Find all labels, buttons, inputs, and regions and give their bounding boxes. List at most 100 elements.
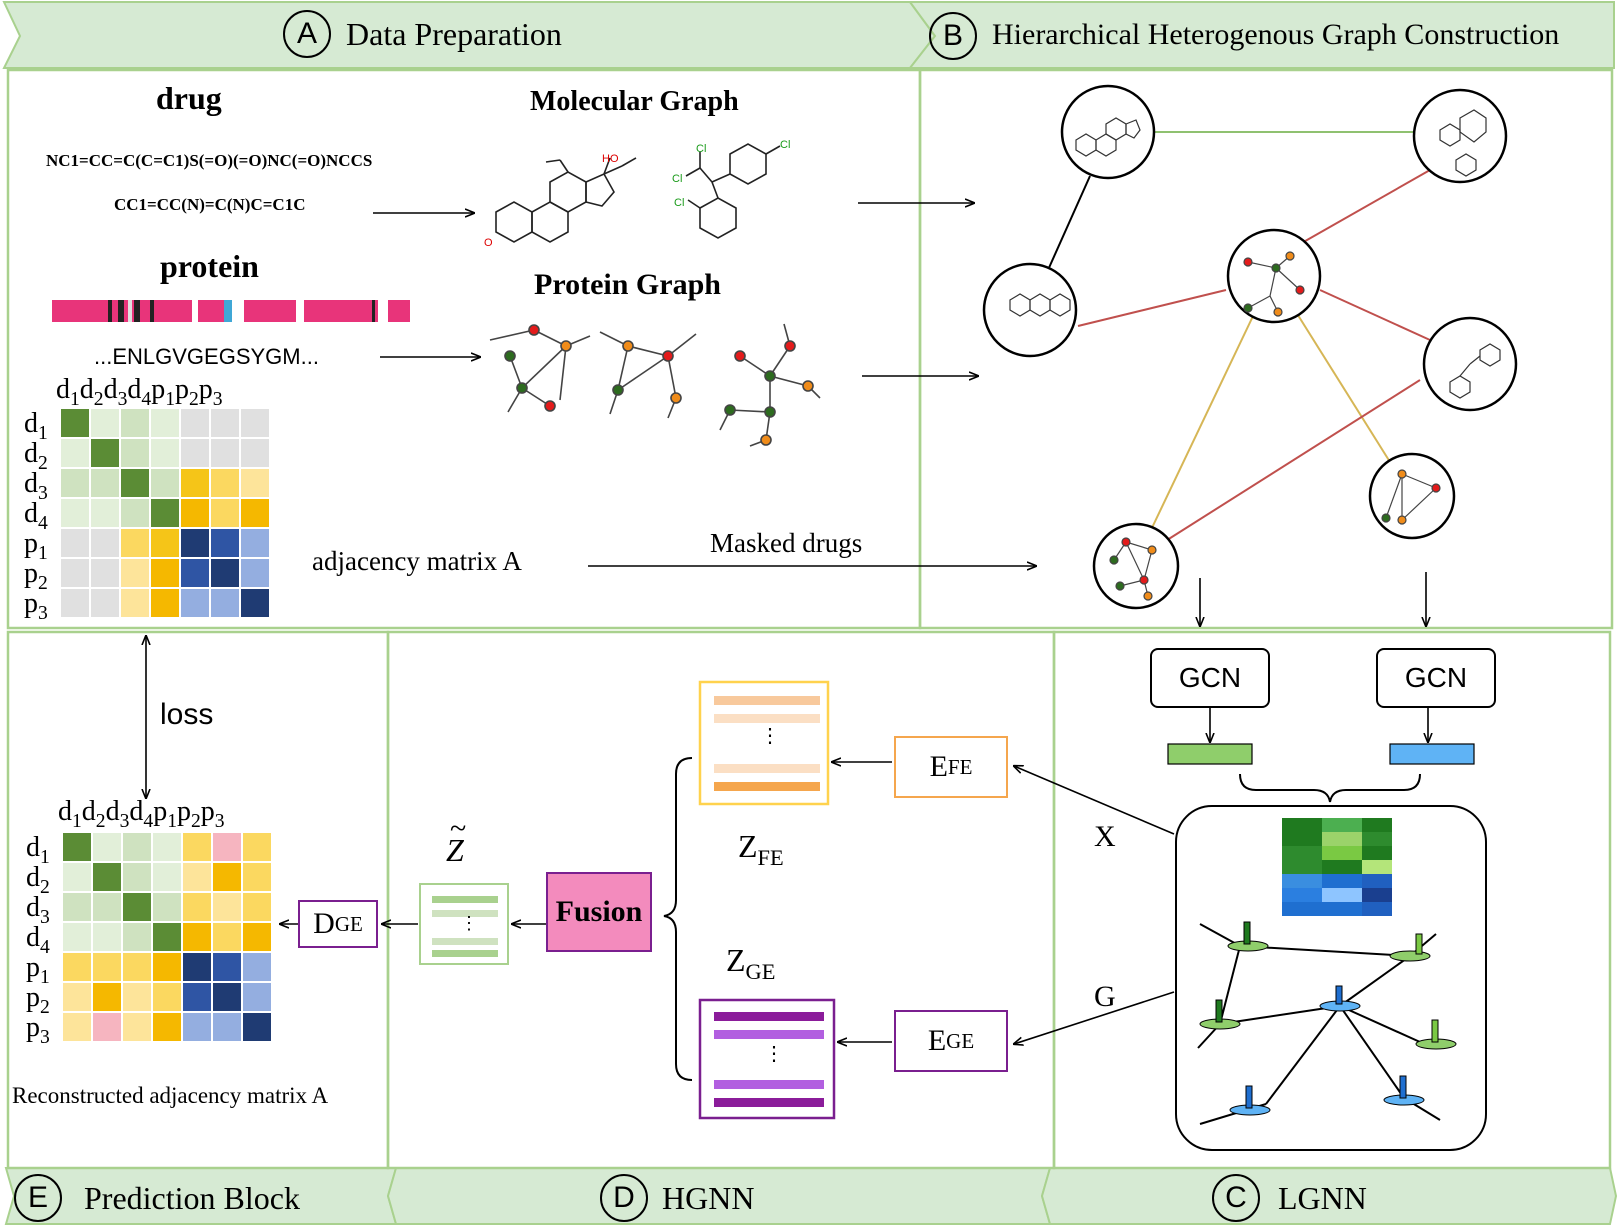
matrix-cell: [180, 438, 210, 468]
arrow-g-to-ege: [1014, 991, 1175, 1044]
matrix-cell: [180, 528, 210, 558]
matrix-cell: [212, 862, 242, 892]
matrix-cell: [210, 498, 240, 528]
matrix-cell: [150, 558, 180, 588]
matrix-cell: [90, 408, 120, 438]
matrix-cell: [90, 528, 120, 558]
panel-b-border: [918, 68, 1614, 630]
matrix-cell: [240, 588, 270, 618]
panel-a-letter: A: [283, 10, 331, 58]
adjacency-label: adjacency matrix A: [312, 546, 522, 576]
matrix-cell: [182, 952, 212, 982]
panel-c-border: [1052, 630, 1612, 1170]
matrix-cell: [180, 468, 210, 498]
matrix-row-label: p2: [26, 982, 50, 1018]
matrix-cell: [120, 408, 150, 438]
matrix-cell: [182, 982, 212, 1012]
efe-base: E: [929, 750, 948, 783]
matrix-cell: [150, 468, 180, 498]
svg-text:Cl: Cl: [696, 143, 706, 155]
matrix-cell: [120, 498, 150, 528]
matrix-cell: [60, 588, 90, 618]
matrix-cell: [210, 438, 240, 468]
svg-text:O: O: [484, 237, 493, 249]
svg-text:Cl: Cl: [780, 139, 790, 151]
zge-dots: ⋮: [764, 1043, 784, 1065]
matrix-row-label: d1: [24, 408, 48, 444]
matrix-cell: [90, 558, 120, 588]
matrix-cell: [242, 832, 272, 862]
embedding-brace: [1239, 773, 1421, 803]
ztilde-dots: ⋮: [460, 913, 478, 933]
panel-b-title: Hierarchical Heterogenous Graph Construc…: [992, 18, 1560, 51]
gcn1-embedding: [1167, 743, 1253, 765]
matrix-row-label: d1: [26, 832, 50, 868]
matrix-cell: [62, 982, 92, 1012]
protein-graph-3: [719, 323, 821, 447]
matrix-cell: [90, 498, 120, 528]
matrix-cell: [152, 1012, 182, 1042]
matrix-cell: [180, 498, 210, 528]
matrix-cell: [60, 438, 90, 468]
matrix-cell: [240, 498, 270, 528]
matrix-cell: [62, 922, 92, 952]
matrix-row-label: d4: [24, 498, 48, 534]
matrix-row-label: d2: [24, 438, 48, 474]
molecule-dichloro: [685, 143, 781, 239]
panel-b-letter: B: [929, 12, 977, 60]
matrix-row-label: p1: [26, 952, 50, 988]
adjacency-matrix-a: [60, 408, 270, 618]
matrix-cell: [240, 528, 270, 558]
matrix-cell: [212, 1012, 242, 1042]
matrix-cell: [92, 832, 122, 862]
panel-d-letter: D: [600, 1174, 648, 1222]
molecule-steroid: [495, 157, 637, 243]
matrix-cell: [212, 832, 242, 862]
hetero-graph-nodes: [982, 84, 1518, 610]
panel-e-title: Prediction Block: [84, 1180, 300, 1216]
matrix-cell: [242, 922, 272, 952]
matrix-cell: [62, 892, 92, 922]
matrix-row-label: d2: [26, 862, 50, 898]
mini-protein-graph-1: [1243, 251, 1305, 317]
fusion-brace: [663, 757, 693, 1081]
zfe-dots: ⋮: [760, 725, 780, 747]
zfe-label: ZFE: [738, 830, 784, 869]
zge-sub: GE: [745, 958, 776, 984]
matrix-cell: [120, 558, 150, 588]
matrix-cell: [92, 862, 122, 892]
lgnn-box: [1175, 805, 1487, 1151]
matrix-cell: [122, 952, 152, 982]
matrix-cell: [242, 862, 272, 892]
hetero-graph-edges: [1047, 131, 1431, 543]
dge-sub: GE: [334, 911, 363, 936]
panel-d-title: HGNN: [662, 1180, 755, 1216]
matrix-cell: [240, 558, 270, 588]
matrix-cell: [92, 922, 122, 952]
matrix-cell: [92, 982, 122, 1012]
matrix-r-col-labels: d1d2d3d4p1p2p3: [58, 796, 225, 832]
matrix-cell: [150, 408, 180, 438]
protein-graph-1: [489, 324, 591, 413]
matrix-row-label: d3: [24, 468, 48, 504]
matrix-cell: [212, 892, 242, 922]
svg-text:Cl: Cl: [672, 173, 682, 185]
matrix-cell: [122, 862, 152, 892]
gcn-box-2: GCN: [1376, 648, 1496, 708]
reconstructed-matrix: [62, 832, 272, 1042]
matrix-cell: [242, 982, 272, 1012]
matrix-cell: [92, 952, 122, 982]
arrow-x-to-efe: [1014, 766, 1175, 835]
matrix-cell: [150, 588, 180, 618]
zfe-sub: FE: [757, 844, 784, 870]
matrix-row-label: p2: [24, 558, 48, 594]
matrix-cell: [120, 588, 150, 618]
panel-e-letter: E: [14, 1174, 62, 1222]
lgnn-graph-nodes: [1199, 921, 1457, 1116]
matrix-cell: [152, 952, 182, 982]
ege-sub: GE: [946, 1028, 975, 1053]
reconstructed-label: Reconstructed adjacency matrix A: [12, 1083, 329, 1108]
